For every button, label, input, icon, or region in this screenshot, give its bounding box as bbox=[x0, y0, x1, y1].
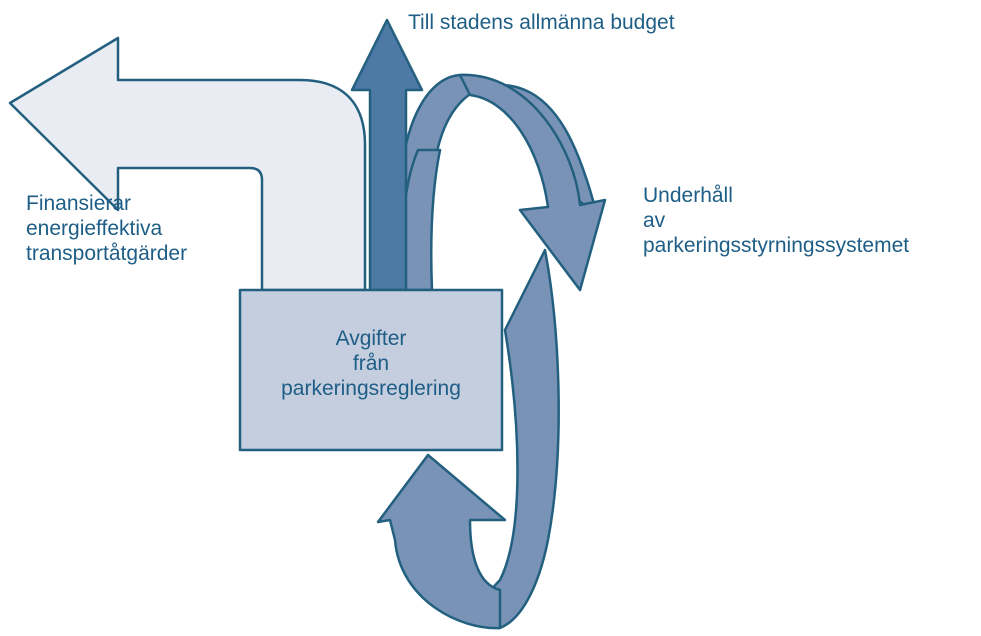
source-box bbox=[238, 288, 504, 452]
source-box-line-2: från bbox=[352, 352, 390, 375]
finance-label-line-1: Finansierar bbox=[26, 192, 132, 215]
source-box-line-3: parkeringsreglering bbox=[281, 377, 461, 400]
source-box-label: Avgifter från parkeringsreglering bbox=[240, 326, 502, 401]
maintenance-loop-arrow bbox=[376, 73, 607, 630]
budget-arrow bbox=[350, 18, 424, 292]
budget-label: Till stadens allmänna budget bbox=[408, 10, 675, 35]
source-box-line-1: Avgifter bbox=[335, 327, 407, 350]
finance-arrow bbox=[8, 36, 367, 292]
maintenance-label: Underhåll av parkeringsstyrningssystemet bbox=[643, 183, 909, 258]
maintenance-label-line-3: parkeringsstyrningssystemet bbox=[643, 234, 910, 257]
finance-label-line-2: energieffektiva bbox=[26, 217, 163, 240]
finance-label-line-3: transportåtgärder bbox=[26, 242, 188, 265]
loop-left-band bbox=[376, 453, 507, 630]
finance-label: Finansierar energieffektiva transportåtg… bbox=[26, 191, 187, 266]
loop-right-band bbox=[458, 73, 607, 292]
maintenance-label-line-1: Underhåll bbox=[643, 184, 733, 207]
maintenance-label-line-2: av bbox=[643, 209, 666, 232]
budget-label-text: Till stadens allmänna budget bbox=[408, 11, 675, 34]
